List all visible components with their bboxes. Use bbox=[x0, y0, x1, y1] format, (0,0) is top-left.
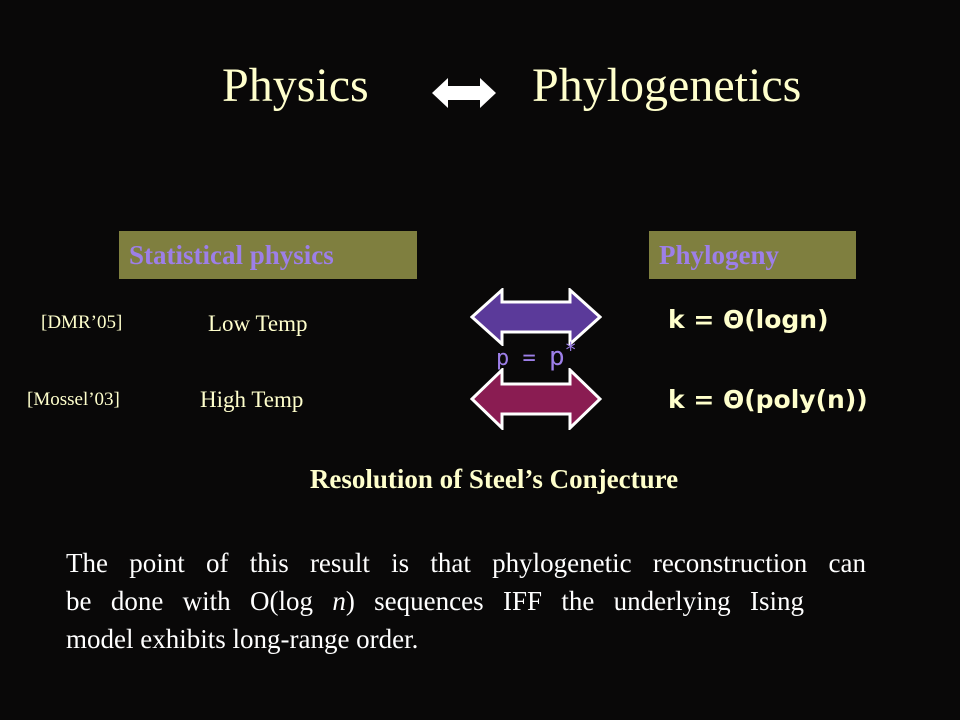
threshold-rhs: p bbox=[548, 342, 565, 372]
threshold-sup: * bbox=[564, 338, 577, 362]
resolution-heading: Resolution of Steel’s Conjecture bbox=[309, 464, 679, 494]
statistical-physics-box: Statistical physics bbox=[119, 231, 417, 279]
citation-mossel03: [Mossel’03] bbox=[27, 389, 120, 410]
citation-dmr05: [DMR’05] bbox=[41, 312, 123, 333]
threshold-label: p = p* bbox=[496, 338, 577, 372]
k-theta-logn: k = Θ(logn) bbox=[668, 305, 829, 334]
k-theta-polyn: k = Θ(poly(n)) bbox=[668, 385, 868, 414]
double-arrow-purple-icon bbox=[470, 288, 602, 346]
paragraph-line-3: model exhibits long-range order. bbox=[66, 624, 419, 654]
paragraph-line-2-b: ) sequences IFF the underlying Ising bbox=[345, 586, 804, 616]
phylogeny-box: Phylogeny bbox=[649, 231, 856, 279]
paragraph-line-2-n: n bbox=[332, 586, 346, 616]
paragraph-line-2: be done with O(log n) sequences IFF the … bbox=[66, 582, 804, 620]
high-temp-label: High Temp bbox=[200, 387, 304, 412]
threshold-lhs: p = bbox=[496, 346, 549, 371]
low-temp-label: Low Temp bbox=[208, 311, 308, 336]
paragraph-line-2-a: be done with O(log bbox=[66, 586, 333, 616]
paragraph-line-1: The point of this result is that phyloge… bbox=[66, 548, 866, 578]
title-phylogenetics: Phylogenetics bbox=[532, 59, 802, 112]
title-physics: Physics bbox=[222, 59, 369, 112]
double-arrow-crimson-icon bbox=[470, 368, 602, 430]
summary-paragraph: The point of this result is that phyloge… bbox=[66, 544, 866, 658]
double-arrow-icon bbox=[432, 78, 496, 108]
